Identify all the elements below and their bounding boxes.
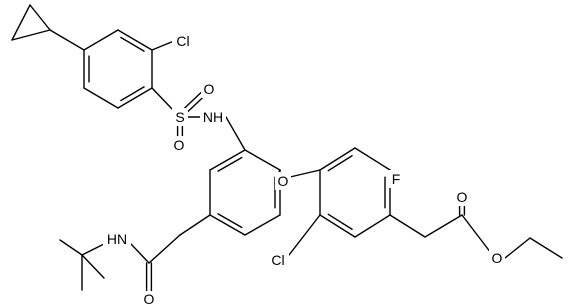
bond-tbu bbox=[81, 254, 105, 279]
bond-ring bbox=[117, 87, 153, 109]
atom-o-ether: O bbox=[275, 172, 291, 190]
bond-ring bbox=[354, 214, 391, 238]
bond-c-s bbox=[151, 87, 174, 111]
bond-n-c bbox=[225, 116, 246, 151]
bond-double bbox=[185, 95, 206, 114]
svg-text:O: O bbox=[457, 189, 468, 205]
bond-c-cl bbox=[151, 40, 175, 51]
atom-o-amide: O bbox=[141, 291, 157, 308]
bond-ring bbox=[319, 147, 356, 171]
bond-aromatic-inner bbox=[120, 36, 145, 52]
svg-text:O: O bbox=[492, 250, 503, 266]
atom-hn-amide: HN bbox=[103, 230, 131, 248]
atom-f: F bbox=[389, 170, 403, 188]
bond-ethyl bbox=[529, 237, 563, 259]
bond-n-tbu bbox=[81, 243, 105, 256]
bond-aromatic-inner bbox=[120, 86, 145, 102]
bond-ester bbox=[424, 214, 463, 238]
bond-layer bbox=[11, 4, 563, 293]
svg-text:O: O bbox=[174, 137, 185, 153]
atom-label-layer: Cl S O O NH O F O bbox=[103, 32, 505, 308]
bond-tbu bbox=[59, 239, 83, 256]
bond-c-o-ester bbox=[461, 214, 492, 254]
bond-c-cl bbox=[288, 214, 321, 256]
atom-o-sulfonyl-bottom: O bbox=[171, 136, 187, 154]
bond-amide bbox=[148, 234, 181, 264]
bond-ring bbox=[209, 149, 246, 171]
bond-ring bbox=[244, 214, 281, 236]
atom-o-sulfonyl-top: O bbox=[201, 80, 217, 98]
bond-cyclopropyl bbox=[29, 4, 51, 31]
svg-text:NH: NH bbox=[203, 109, 223, 125]
svg-text:O: O bbox=[144, 291, 155, 307]
bond-c-n-amide bbox=[130, 243, 150, 264]
bond-ring bbox=[354, 147, 391, 171]
svg-text:Cl: Cl bbox=[176, 33, 189, 49]
bond-aromatic-inner bbox=[327, 155, 353, 172]
svg-text:HN: HN bbox=[107, 231, 127, 247]
atom-nh-sulfonamide: NH bbox=[200, 108, 226, 126]
bond-ring bbox=[244, 149, 281, 171]
svg-text:O: O bbox=[278, 173, 289, 189]
atom-cl-top: Cl bbox=[172, 32, 194, 50]
atom-o-ester: O bbox=[489, 249, 505, 267]
atom-cl-bottom: Cl bbox=[267, 251, 289, 269]
bond-ring bbox=[117, 29, 153, 51]
svg-text:S: S bbox=[175, 109, 184, 125]
svg-text:F: F bbox=[392, 171, 401, 187]
bond-o-ethyl bbox=[504, 237, 531, 259]
atom-o-ester-carbonyl: O bbox=[454, 188, 470, 206]
bond-c-amide bbox=[179, 214, 211, 236]
bond-o-c-ether bbox=[289, 169, 321, 178]
svg-text:O: O bbox=[204, 81, 215, 97]
bond-cyclopropyl-link bbox=[49, 29, 85, 51]
bond-ring bbox=[319, 214, 356, 238]
bond-ring bbox=[209, 214, 246, 236]
bond-ring bbox=[83, 87, 119, 109]
bond-aromatic-inner bbox=[327, 213, 353, 230]
bond-ch2 bbox=[389, 214, 426, 238]
bond-cyclopropyl bbox=[11, 4, 31, 41]
bond-aromatic-inner bbox=[217, 156, 243, 172]
bond-aromatic-inner bbox=[217, 213, 243, 229]
bond-cyclopropyl bbox=[11, 29, 51, 41]
bond-ring bbox=[83, 29, 119, 51]
atom-s: S bbox=[172, 108, 188, 126]
svg-text:Cl: Cl bbox=[271, 252, 284, 268]
bond-double bbox=[182, 91, 203, 110]
